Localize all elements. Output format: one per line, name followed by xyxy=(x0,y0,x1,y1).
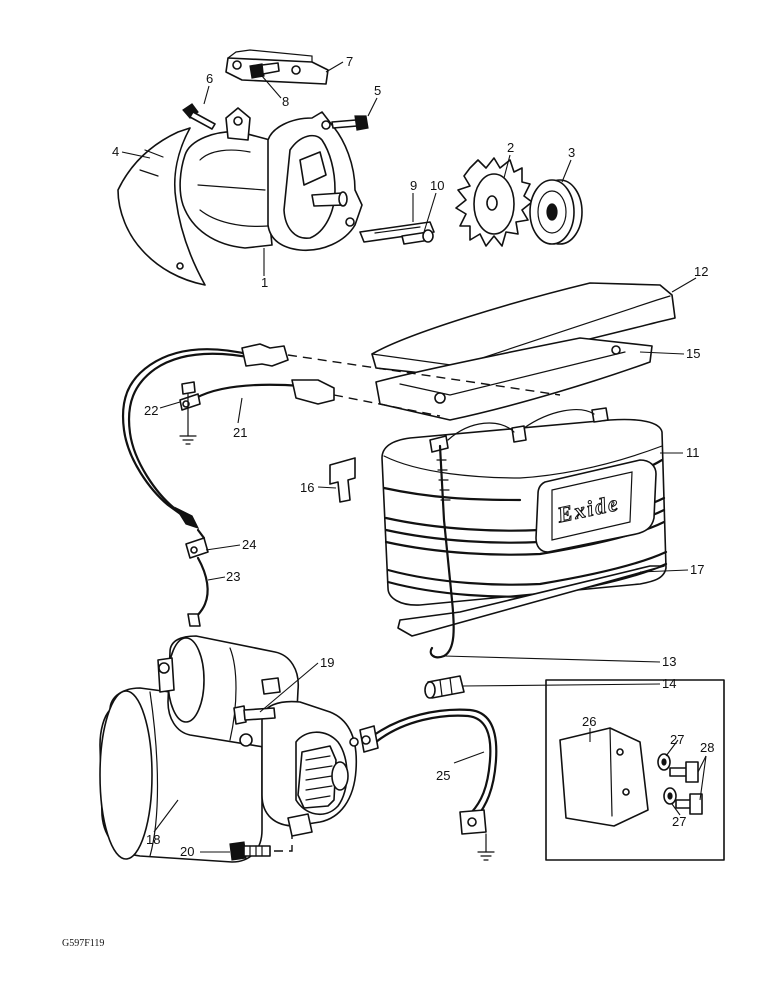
callout-2: 2 xyxy=(507,140,514,155)
callout-10: 10 xyxy=(430,178,444,193)
callout-28: 28 xyxy=(700,740,714,755)
battery-positive-cable xyxy=(122,343,289,530)
bolt-19 xyxy=(233,705,276,725)
callout-23: 23 xyxy=(226,569,240,584)
connector-24 xyxy=(185,528,209,559)
callout-26: 26 xyxy=(582,714,596,729)
wing-nut-14 xyxy=(424,675,465,699)
washers-27 xyxy=(657,753,677,805)
earth-cable-21 xyxy=(179,379,335,411)
callout-9: 9 xyxy=(410,178,417,193)
connection-line-negative xyxy=(333,394,441,417)
figure-code: G597F119 xyxy=(62,938,104,949)
callout-24: 24 xyxy=(242,537,256,552)
starter-motor-18 xyxy=(99,635,359,863)
earth-bolt-22 xyxy=(181,381,196,411)
callout-6: 6 xyxy=(206,71,213,86)
bolt-5 xyxy=(331,115,369,131)
callout-4: 4 xyxy=(112,144,119,159)
callout-15: 15 xyxy=(686,346,700,361)
callout-27-lower: 27 xyxy=(672,814,686,829)
leader-lines xyxy=(121,61,707,853)
bolt-20 xyxy=(229,836,293,861)
cable-23 xyxy=(187,556,209,627)
callout-19: 19 xyxy=(320,655,334,670)
callout-18: 18 xyxy=(146,832,160,847)
battery-mat-17 xyxy=(397,565,665,637)
alternator-heat-shield xyxy=(117,127,206,286)
bracket-16 xyxy=(329,457,356,503)
callout-1: 1 xyxy=(261,275,268,290)
callout-20: 20 xyxy=(180,844,194,859)
bolt-6 xyxy=(182,103,216,130)
earth-symbol-2 xyxy=(477,833,495,861)
adjusting-link-9 xyxy=(359,221,435,243)
alternator xyxy=(179,107,363,252)
callout-13: 13 xyxy=(662,654,676,669)
callout-8: 8 xyxy=(282,94,289,109)
callout-22: 22 xyxy=(144,403,158,418)
callout-12: 12 xyxy=(694,264,708,279)
bolts-28 xyxy=(669,761,703,815)
battery-11: Exide xyxy=(381,407,668,606)
callout-14: 14 xyxy=(662,676,676,691)
callout-5: 5 xyxy=(374,83,381,98)
fan-2 xyxy=(455,157,533,247)
pulley-3 xyxy=(529,179,583,245)
battery-tray-15 xyxy=(375,337,653,421)
earth-symbol-1 xyxy=(179,409,197,445)
starter-earth-cable-25 xyxy=(359,708,498,835)
callout-17: 17 xyxy=(690,562,704,577)
callout-16: 16 xyxy=(300,480,314,495)
connection-line-positive xyxy=(287,354,561,396)
callout-11: 11 xyxy=(686,445,700,460)
callout-3: 3 xyxy=(568,145,575,160)
bolt-10 xyxy=(401,229,434,245)
callout-7: 7 xyxy=(346,54,353,69)
callout-25: 25 xyxy=(436,768,450,783)
callout-21: 21 xyxy=(233,425,247,440)
bracket-26 xyxy=(559,727,649,827)
callout-27-upper: 27 xyxy=(670,732,684,747)
bolt-8 xyxy=(249,62,280,79)
